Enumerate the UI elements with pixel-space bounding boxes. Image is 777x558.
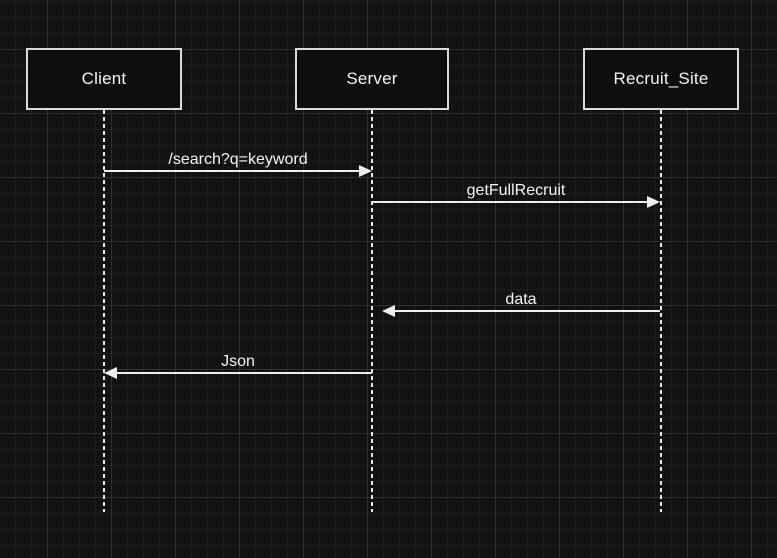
message-label: getFullRecruit (466, 182, 566, 199)
message-get-full-recruit[interactable]: getFullRecruit (372, 181, 660, 223)
actor-box-server[interactable]: Server (295, 48, 449, 110)
message-line (372, 201, 649, 203)
message-data-response[interactable]: data (382, 290, 660, 332)
actor-box-client[interactable]: Client (26, 48, 182, 110)
message-line (393, 310, 660, 312)
lifeline-recruit-site[interactable] (660, 110, 662, 512)
arrowhead-right-icon (647, 196, 660, 208)
actor-box-recruit-site[interactable]: Recruit_Site (583, 48, 739, 110)
lifeline-client[interactable] (103, 110, 105, 512)
actor-label: Server (346, 69, 398, 88)
lifeline-server[interactable] (371, 110, 373, 512)
message-search-request[interactable]: /search?q=keyword (104, 150, 372, 192)
arrowhead-left-icon (382, 305, 395, 317)
arrowhead-right-icon (359, 165, 372, 177)
actor-label: Client (81, 69, 127, 88)
message-label: Json (221, 353, 255, 370)
actor-label: Recruit_Site (613, 69, 709, 88)
message-line (115, 372, 372, 374)
message-label: /search?q=keyword (168, 151, 308, 168)
message-json-response[interactable]: Json (104, 352, 372, 394)
message-line (104, 170, 361, 172)
message-label: data (505, 291, 537, 308)
arrowhead-left-icon (104, 367, 117, 379)
